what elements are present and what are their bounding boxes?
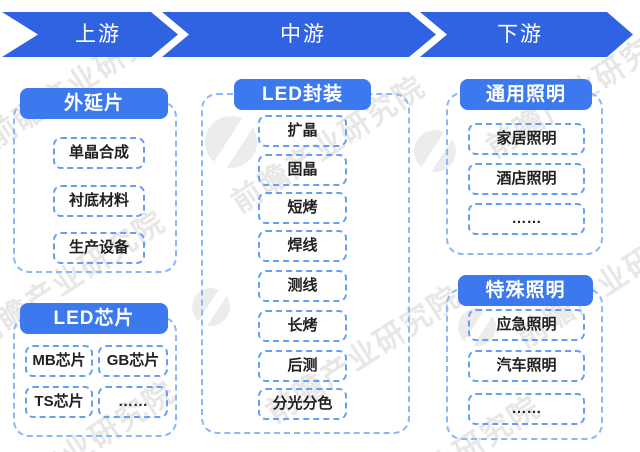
- item-box: 后测: [258, 350, 347, 382]
- group-epitaxial-wafer: 外延片 单晶合成 衬底材料 生产设备: [13, 88, 177, 273]
- item-box: 分光分色: [258, 388, 347, 420]
- group-special-lighting: 特殊照明 应急照明 汽车照明 ……: [446, 275, 603, 440]
- group-header-led-packaging: LED封装: [234, 79, 371, 110]
- item-box: 焊线: [258, 230, 347, 262]
- group-led-chips: LED芯片 MB芯片 GB芯片 TS芯片 ……: [13, 303, 177, 437]
- group-header-special-lighting: 特殊照明: [458, 275, 593, 306]
- item-box: 家居照明: [468, 123, 585, 155]
- stage-label-downstream: 下游: [497, 23, 543, 46]
- group-general-lighting: 通用照明 家居照明 酒店照明 ……: [446, 79, 603, 255]
- item-box: 长烤: [258, 310, 347, 342]
- item-box: 测线: [258, 270, 347, 302]
- stage-label-midstream: 中游: [280, 23, 326, 46]
- item-box: 生产设备: [53, 232, 145, 264]
- item-box: 固晶: [258, 154, 347, 186]
- item-box: 汽车照明: [468, 350, 585, 382]
- item-box: 单晶合成: [53, 137, 145, 169]
- group-header-general-lighting: 通用照明: [460, 79, 592, 110]
- item-box: GB芯片: [98, 345, 168, 377]
- item-box: 酒店照明: [468, 163, 585, 195]
- group-header-epitaxial-wafer: 外延片: [20, 88, 168, 119]
- item-box: MB芯片: [25, 345, 93, 377]
- item-box: 应急照明: [468, 309, 585, 341]
- chevron-separator-icon: [409, 12, 447, 57]
- item-box: 短烤: [258, 192, 347, 224]
- item-box: 扩晶: [258, 115, 347, 147]
- item-box: ……: [468, 203, 585, 235]
- item-box: 衬底材料: [53, 185, 145, 217]
- process-arrow-banner: 上游 中游 下游: [2, 12, 633, 57]
- stage-label-upstream: 上游: [75, 23, 121, 46]
- item-box: ……: [468, 393, 585, 425]
- item-box: TS芯片: [25, 386, 93, 418]
- group-header-led-chips: LED芯片: [20, 303, 168, 334]
- item-box: ……: [98, 386, 168, 418]
- group-led-packaging: LED封装 扩晶 固晶 短烤 焊线 测线 长烤 后测 分光分色: [201, 79, 410, 434]
